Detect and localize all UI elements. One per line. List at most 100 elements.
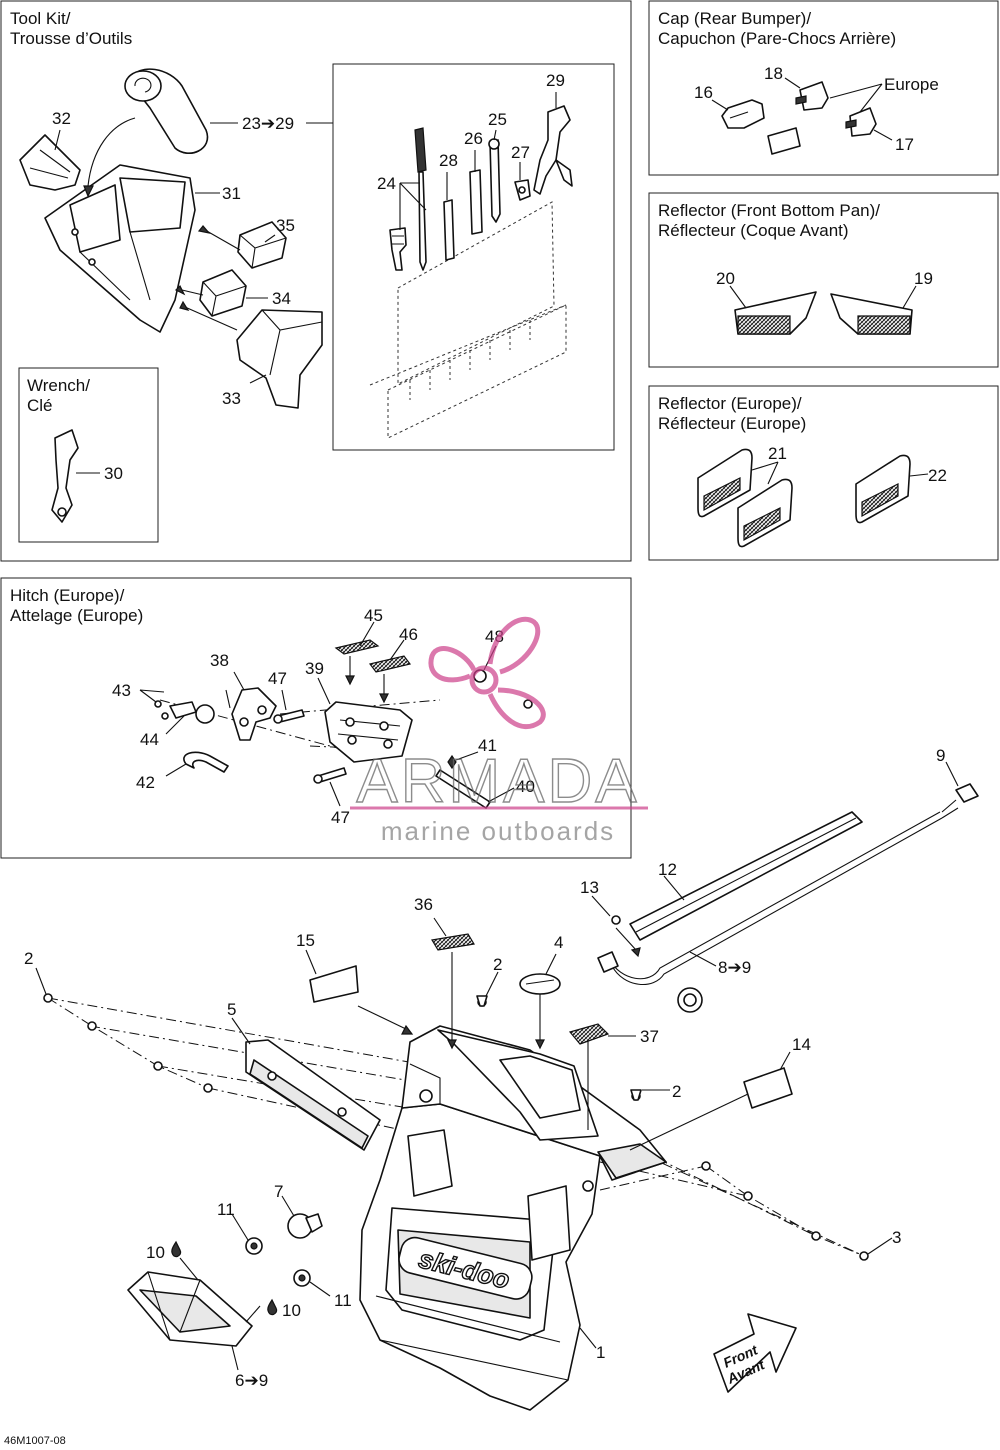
hitch-anchor-41 [447, 754, 457, 770]
callout-25: 25 [488, 110, 507, 129]
tool-kit-panel [0, 0, 632, 562]
reflector-front-title-2: Réflecteur (Coque Avant) [658, 221, 849, 240]
screwdriver-24 [414, 127, 427, 271]
cap-panel [648, 0, 999, 176]
trim-strip-12 [629, 811, 863, 941]
hitch-title-2: Attelage (Europe) [10, 606, 143, 625]
reflector-europe-title-1: Reflector (Europe)/ [658, 394, 802, 413]
hitch-label-46 [368, 655, 412, 673]
wiring-harness-8-9 [597, 799, 959, 986]
decal-15 [309, 965, 359, 1003]
callout-2-left: 2 [24, 949, 33, 968]
grommet-13 [611, 915, 621, 925]
callout-34: 34 [272, 289, 291, 308]
hitch-pin-43 [154, 700, 169, 720]
callout-9: 9 [936, 746, 945, 765]
connector-9 [955, 783, 979, 803]
bit-set [389, 227, 407, 271]
callout-6-9: 6➔9 [235, 1371, 268, 1390]
callout-14: 14 [792, 1035, 811, 1054]
callout-40: 40 [516, 777, 535, 796]
callout-38: 38 [210, 651, 229, 670]
callout-13: 13 [580, 878, 599, 897]
callout-11-b: 11 [334, 1291, 352, 1310]
front-arrow: Front Avant [713, 1313, 797, 1393]
callout-21: 21 [768, 444, 787, 463]
callout-12: 12 [658, 860, 677, 879]
wrench-25 [488, 138, 501, 223]
label-37 [568, 1023, 610, 1045]
nut-11-b [293, 1269, 311, 1287]
callout-36: 36 [414, 895, 433, 914]
tool-pouch-outline [369, 201, 567, 439]
hitch-bolt-47-bottom [313, 767, 347, 784]
tool-kit-bag [44, 164, 196, 333]
hitch-lock-44 [169, 701, 215, 724]
taillight-6-9 [127, 1271, 253, 1347]
callout-29: 29 [546, 71, 565, 90]
rear-housing [401, 1025, 667, 1181]
cap-title-2: Capuchon (Pare-Chocs Arrière) [658, 29, 896, 48]
label-36 [431, 933, 475, 951]
cap-17 [845, 107, 877, 137]
callout-4: 4 [554, 933, 563, 952]
wrench-title-1: Wrench/ [27, 376, 90, 395]
drop-icon-10-b [267, 1298, 278, 1316]
callout-16: 16 [694, 83, 713, 102]
tool-26 [469, 169, 483, 235]
wrench-panel [18, 367, 159, 543]
hitch-label-45 [334, 639, 380, 655]
callout-42: 42 [136, 773, 155, 792]
callout-19: 19 [914, 269, 933, 288]
wrench-title-2: Clé [27, 396, 53, 415]
decal-14 [743, 1067, 793, 1109]
callout-3: 3 [892, 1228, 901, 1247]
reflector-21-a [697, 448, 753, 518]
callout-32: 32 [52, 109, 71, 128]
callout-22: 22 [928, 466, 947, 485]
bulb-7 [287, 1213, 323, 1239]
callout-33: 33 [222, 389, 241, 408]
tool-roll [124, 68, 209, 154]
callout-47-bottom: 47 [331, 808, 350, 827]
reflector-21-b [737, 478, 793, 548]
callout-47-top: 47 [268, 669, 287, 688]
callout-2-top: 2 [493, 955, 502, 974]
hitch-bolt-47-top [273, 709, 305, 724]
foam-pad-34 [199, 269, 247, 317]
reflector-europe-panel [648, 385, 999, 561]
watermark-line1: ARMADA [356, 747, 639, 816]
reflector-20 [734, 291, 817, 335]
hitch-title-1: Hitch (Europe)/ [10, 586, 125, 605]
callout-31: 31 [222, 184, 241, 203]
reflector-22 [855, 454, 911, 524]
drop-icon-10-a [171, 1240, 182, 1258]
callout-24: 24 [377, 174, 396, 193]
light-socket [677, 987, 703, 1013]
hitch-pin-42 [183, 751, 229, 773]
reflector-europe-title-2: Réflecteur (Europe) [658, 414, 806, 433]
tool-kit-inset [332, 63, 615, 451]
callout-10-b: 10 [282, 1301, 301, 1320]
tool-28 [443, 199, 455, 261]
wrench-30 [51, 429, 79, 523]
emblem-4 [519, 973, 561, 995]
callout-15: 15 [296, 931, 315, 950]
reflector-19 [830, 293, 913, 335]
tool-kit-title-1: Tool Kit/ [10, 9, 71, 28]
callout-11-a: 11 [217, 1200, 235, 1219]
tool-29 [533, 105, 573, 195]
nut-11-a [245, 1237, 263, 1255]
callout-7: 7 [274, 1182, 283, 1201]
propeller-logo-icon [428, 616, 546, 730]
bracket-5 [245, 1039, 381, 1151]
callout-37: 37 [640, 1027, 659, 1046]
part-27 [514, 179, 531, 201]
watermark: ARMADA marine outboards [350, 616, 648, 846]
hitch-plate-39 [324, 701, 413, 763]
callout-2-right: 2 [672, 1082, 681, 1101]
watermark-line2: marine outboards [381, 816, 615, 846]
snow-flap-1 [359, 1088, 601, 1411]
callout-28: 28 [439, 151, 458, 170]
